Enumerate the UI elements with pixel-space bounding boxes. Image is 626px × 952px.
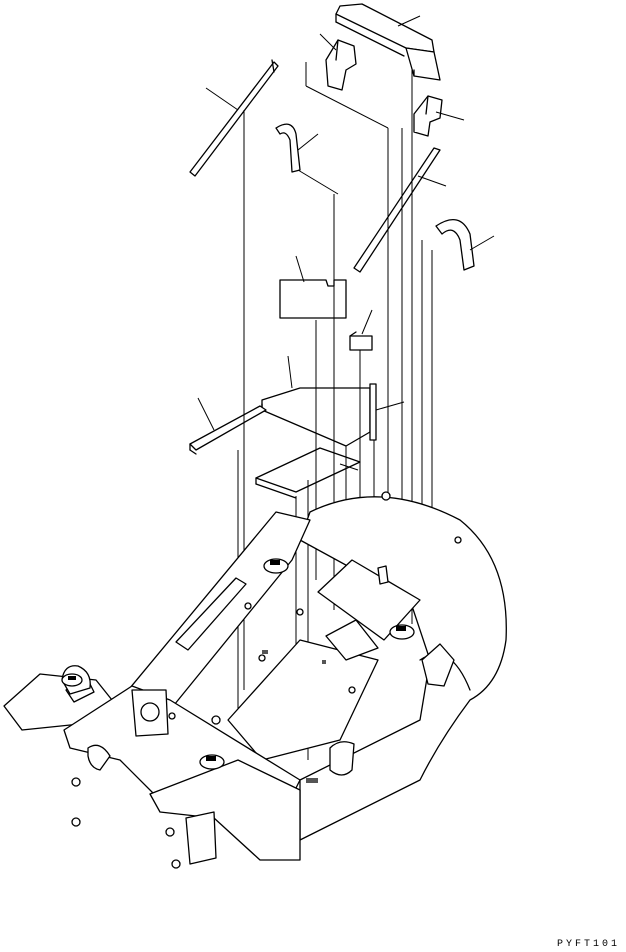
right-curved-trim — [435, 218, 475, 271]
cab-mount-rear-left — [263, 558, 289, 574]
cab-mount-front-right — [199, 754, 225, 770]
bolts — [71, 602, 356, 869]
cab-mount-front-left — [61, 673, 83, 687]
notched-floor-pad — [279, 279, 347, 319]
cab-mount-rear-right — [389, 624, 415, 640]
left-long-strip — [189, 59, 279, 177]
right-upper-corner-pad — [413, 95, 443, 137]
left-curved-trim — [275, 123, 301, 173]
figure-code-label: PYFT101 — [556, 939, 620, 950]
left-upper-corner-pad — [325, 39, 357, 91]
left-front-strip — [189, 405, 267, 455]
upper-insulation-pad — [335, 3, 441, 81]
rear-vertical-strip — [369, 383, 377, 441]
small-square-pad — [349, 331, 373, 351]
floor-frame-assembly — [3, 491, 507, 869]
right-long-strip — [353, 147, 441, 273]
